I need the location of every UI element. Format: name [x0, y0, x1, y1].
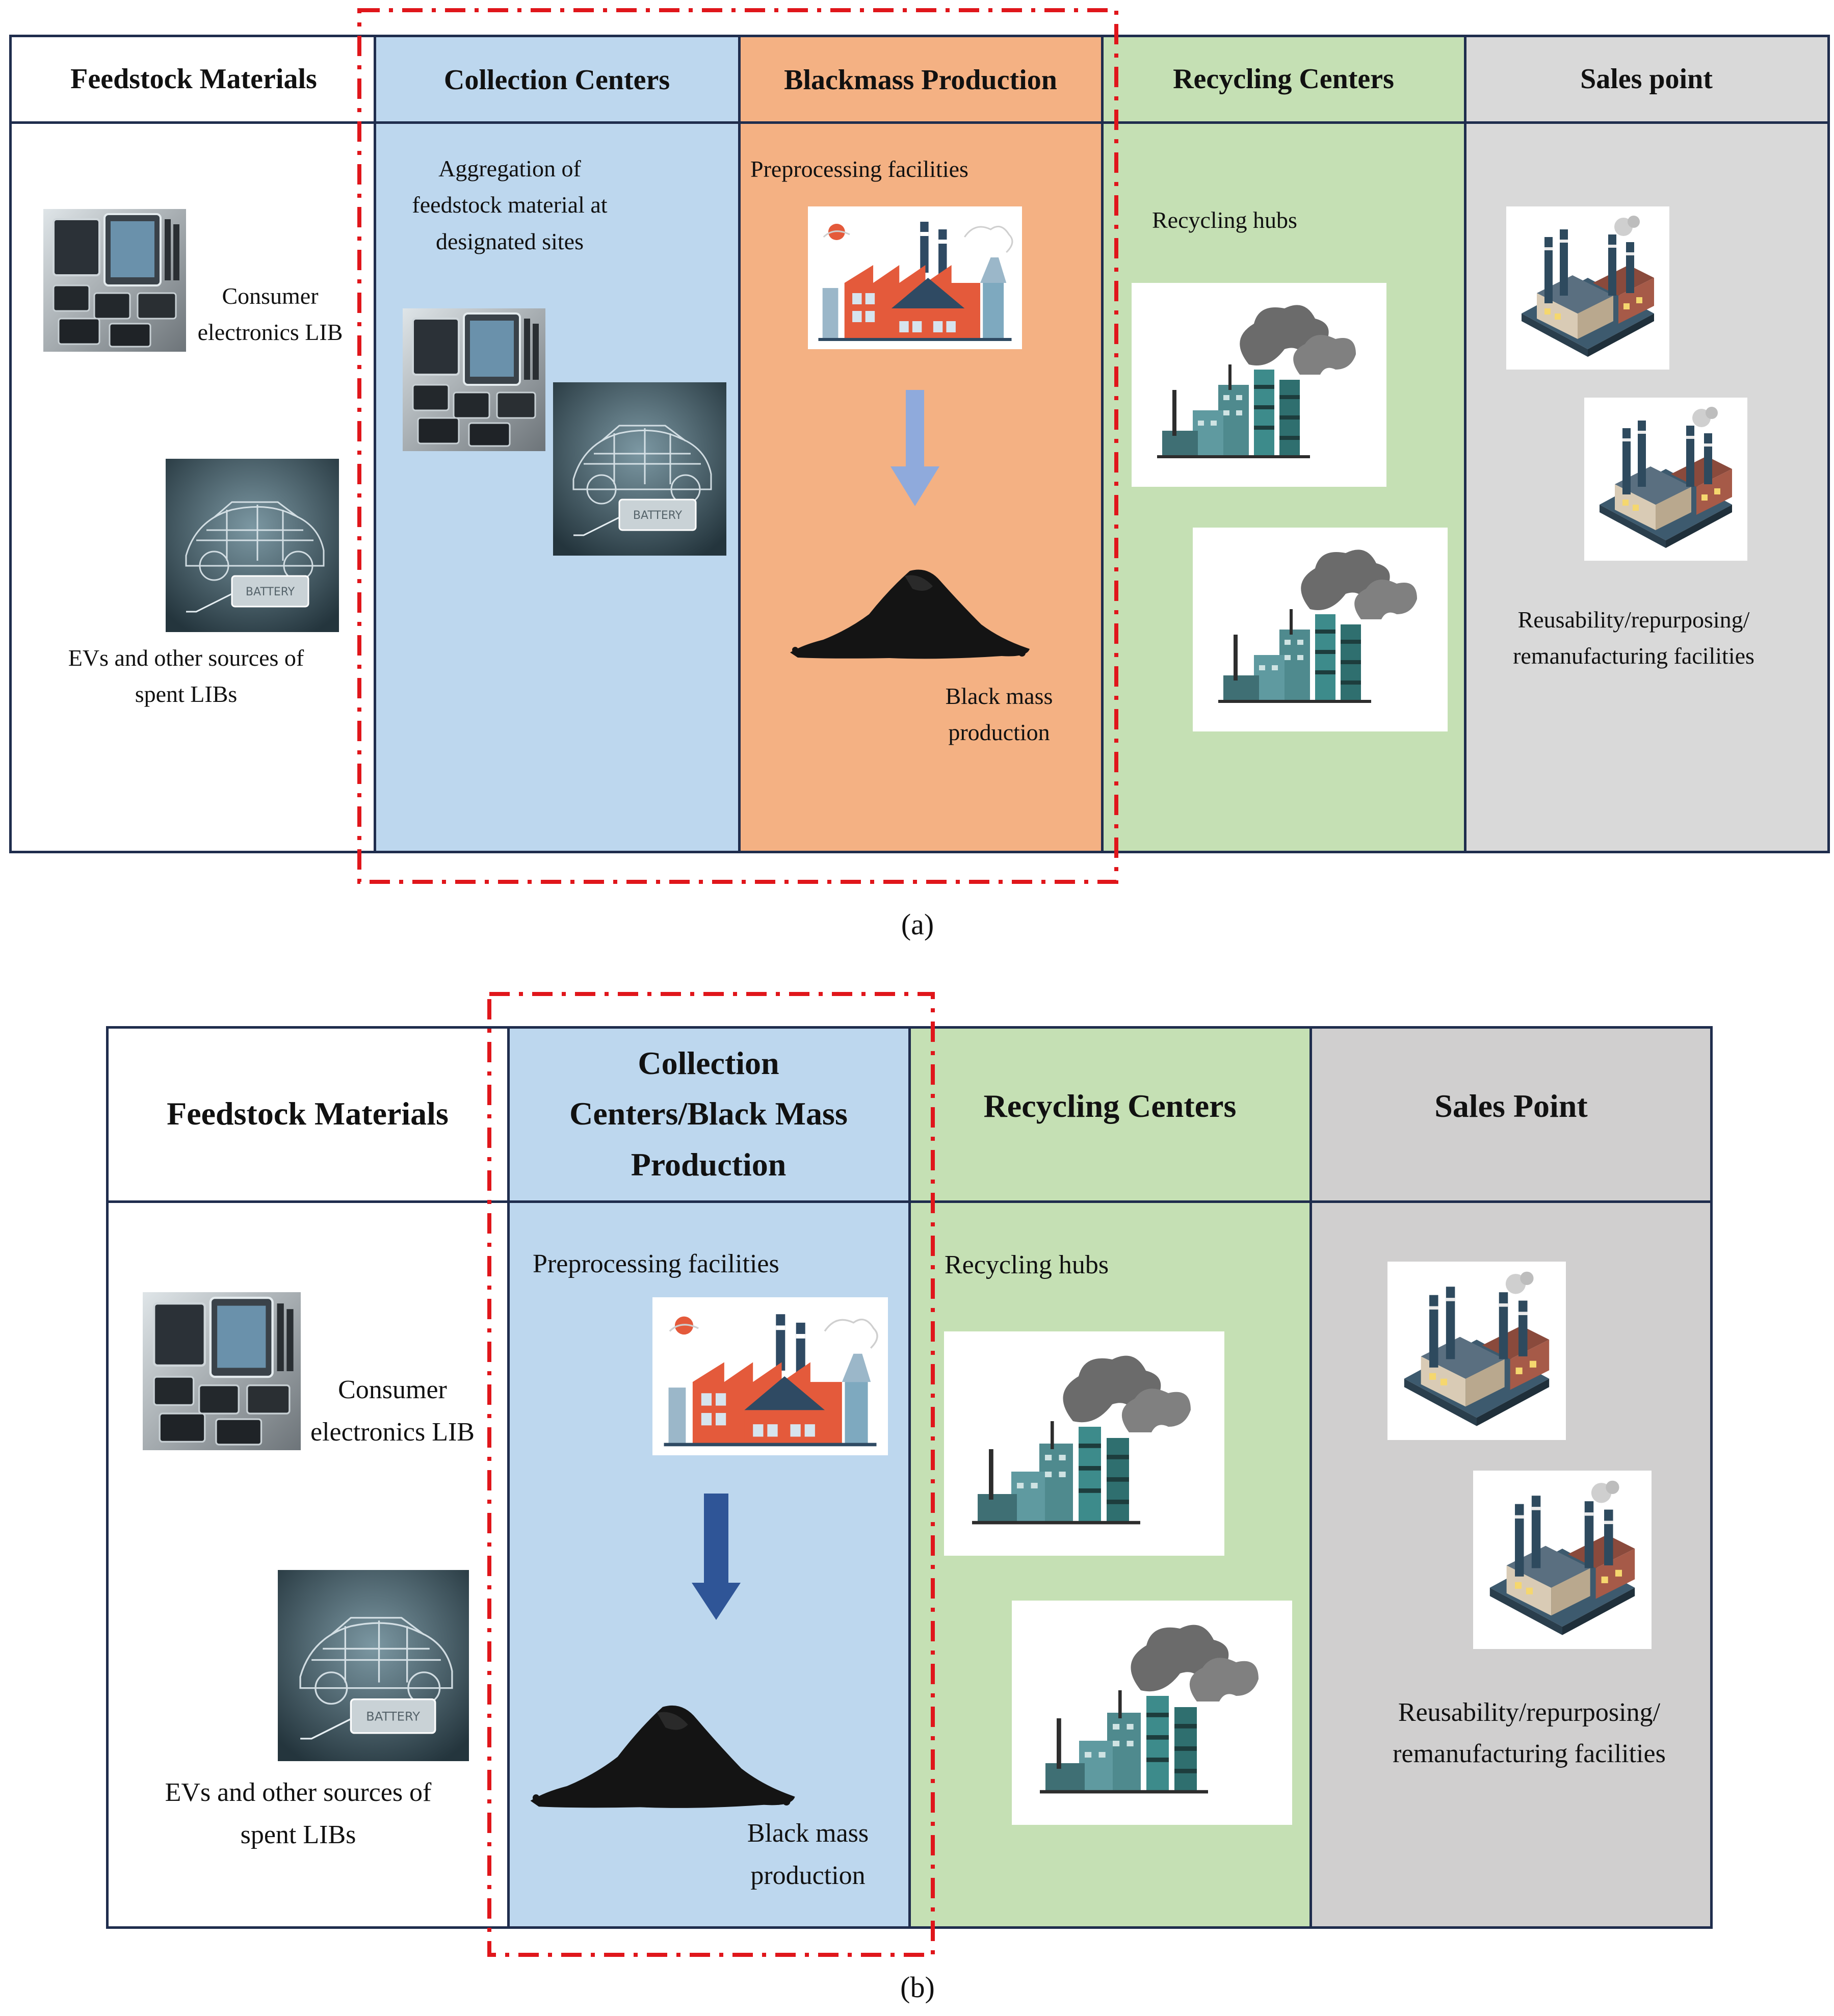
recycling-hubs-label-a: Recycling hubs	[1152, 207, 1297, 233]
ev-sources-label-b: EVs and other sources of spent LIBs	[165, 1778, 432, 1850]
consumer-electronics-image	[43, 209, 186, 352]
isometric-factory-icon	[1584, 398, 1747, 561]
panel-b-divider-1	[507, 1026, 510, 1929]
panel-a-divider-1	[374, 35, 376, 853]
header-b-recycling: Recycling Centers	[983, 1088, 1237, 1124]
panel-a-divider-2	[738, 35, 741, 853]
preprocessing-label-b: Preprocessing facilities	[533, 1249, 779, 1278]
col-a-feedstock	[10, 36, 375, 851]
header-a-collection: Collection Centers	[443, 64, 670, 96]
consumer-electronics-label-b: Consumer electronics LIB	[310, 1375, 475, 1447]
panel-a-divider-3	[1101, 35, 1104, 853]
header-a-blackmass: Blackmass Production	[784, 64, 1057, 96]
header-a-feedstock: Feedstock Materials	[70, 63, 317, 95]
consumer-electronics-label-a: Consumer electronics LIB	[197, 283, 343, 346]
panel-a-frame	[9, 35, 1830, 853]
smokestack-plant-icon	[1132, 283, 1386, 487]
down-arrow-icon-b	[691, 1494, 742, 1621]
panel-a-divider-4	[1464, 35, 1466, 853]
ev-battery-image	[166, 459, 339, 632]
isometric-factory-icon-b2	[1473, 1471, 1652, 1649]
isometric-factory-icon	[1506, 206, 1669, 370]
reusability-label-b: Reusability/repurposing/ remanufacturing…	[1393, 1698, 1666, 1768]
consumer-electronics-image-b	[143, 1292, 301, 1450]
header-b-collection: Collection Centers/Black Mass Production	[569, 1045, 848, 1183]
panel-b-divider-2	[908, 1026, 911, 1929]
smokestack-plant-icon-b1	[944, 1331, 1224, 1556]
header-a-sales: Sales point	[1580, 63, 1713, 95]
caption-a: (a)	[901, 908, 934, 941]
isometric-factory-icon-b1	[1387, 1262, 1566, 1440]
black-mass-label-a: Black mass production	[945, 683, 1053, 746]
highlight-box-b	[487, 991, 935, 1957]
panel-a-header-divider	[9, 121, 1830, 124]
highlight-box-a	[357, 8, 1119, 884]
smokestack-plant-icon-b2	[1012, 1601, 1292, 1825]
recycling-hubs-label-b: Recycling hubs	[945, 1250, 1109, 1279]
header-b-feedstock: Feedstock Materials	[167, 1095, 449, 1132]
ev-battery-image-b	[278, 1570, 469, 1761]
col-b-feedstock	[107, 1027, 508, 1927]
header-b-sales: Sales Point	[1434, 1088, 1588, 1124]
smokestack-plant-icon	[1193, 528, 1448, 731]
down-arrow-icon	[889, 390, 940, 507]
header-a-recycling: Recycling Centers	[1173, 63, 1394, 95]
panel-b-divider-3	[1309, 1026, 1312, 1929]
reusability-label-a: Reusability/repurposing/ remanufacturing…	[1513, 607, 1754, 669]
caption-b: (b)	[900, 1971, 935, 2004]
preprocessing-label-a: Preprocessing facilities	[750, 156, 968, 182]
ev-sources-label-a: EVs and other sources of spent LIBs	[68, 645, 304, 708]
black-mass-label-b: Black mass production	[747, 1819, 869, 1891]
aggregation-label: Aggregation of feedstock material at des…	[412, 155, 608, 254]
